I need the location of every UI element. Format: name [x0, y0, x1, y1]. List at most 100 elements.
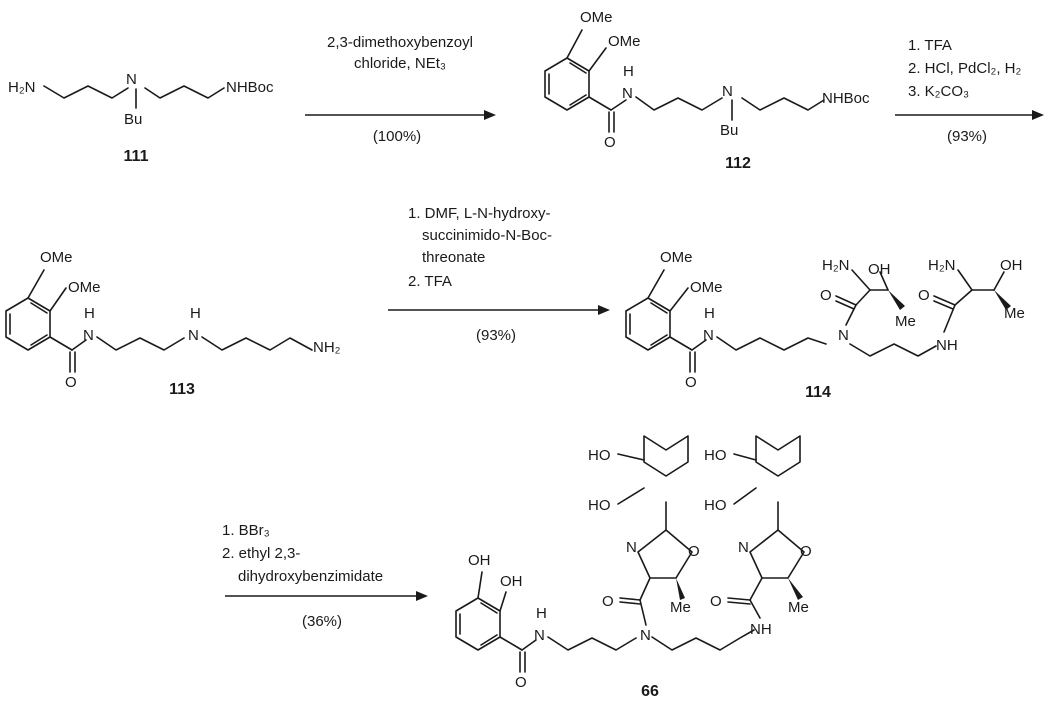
atom-o-amide: O: [710, 593, 722, 610]
atom-n: N: [188, 327, 199, 344]
chain-114-right: [849, 343, 937, 357]
chain-112-right: [741, 97, 825, 111]
atom-n-amide: N: [703, 327, 714, 344]
benzene-ring-112: [544, 57, 590, 111]
chain-111-right: [144, 85, 225, 99]
step3-reagent-line-3: threonate: [422, 249, 485, 266]
atom-n: N: [722, 83, 733, 100]
atom-h: H: [704, 305, 715, 322]
atom-o-oxazoline: O: [800, 543, 812, 560]
atom-me: Me: [670, 599, 691, 616]
step1-yield: (100%): [373, 128, 421, 145]
atom-ome-2: OMe: [68, 279, 101, 296]
chain-113-left: [96, 336, 185, 351]
chain-111-left: [43, 85, 129, 99]
atom-o-oxazoline: O: [688, 543, 700, 560]
atom-ho: HO: [588, 497, 611, 514]
atom-n-amide: N: [622, 85, 633, 102]
atom-oh: OH: [500, 573, 523, 590]
stereo-wedge: [994, 290, 1011, 310]
atom-ho: HO: [704, 497, 727, 514]
atom-me: Me: [788, 599, 809, 616]
atom-ho: HO: [588, 447, 611, 464]
compound-111-structure: H₂N N Bu NHBoc 111: [8, 71, 274, 165]
atom-bu: Bu: [720, 122, 738, 139]
step4-reagent-line-3: dihydroxybenzimidate: [238, 568, 383, 585]
atom-nh: NH: [750, 621, 772, 638]
step1-reagent-line-1: 2,3-dimethoxybenzoyl: [327, 34, 473, 51]
step3-reagent-line-4: 2. TFA: [408, 273, 452, 290]
atom-ome-3: OMe: [580, 9, 613, 26]
atom-nh: NH: [936, 337, 958, 354]
arrow-step-3: 1. DMF, L-N-hydroxy- succinimido-N-Boc- …: [388, 205, 610, 344]
step4-reagent-line-1: 1. BBr₃: [222, 522, 270, 539]
step3-reagent-line-1: 1. DMF, L-N-hydroxy-: [408, 205, 551, 222]
atom-o-amide: O: [602, 593, 614, 610]
stereo-wedge: [676, 578, 685, 600]
stereo-wedge: [788, 578, 803, 600]
step2-reagent-line-2: 2. HCl, PdCl₂, H₂: [908, 60, 1022, 77]
atom-oh: OH: [1000, 257, 1023, 274]
step2-reagent-line-1: 1. TFA: [908, 37, 952, 54]
atom-oh: OH: [868, 261, 891, 278]
atom-me: Me: [895, 313, 916, 330]
atom-o-threonine: O: [918, 287, 930, 304]
atom-bu: Bu: [124, 111, 142, 128]
atom-n-amide: N: [83, 327, 94, 344]
atom-ome-2: OMe: [608, 33, 641, 50]
stereo-wedge: [888, 290, 905, 310]
compound-66-structure: OH OH O H N N NH O N O Me HO HO: [455, 435, 812, 700]
atom-n-oxazoline: N: [738, 539, 749, 556]
compound-label-111: 111: [124, 148, 149, 165]
atom-me: Me: [1004, 305, 1025, 322]
oxazoline-ring-a: [637, 529, 693, 579]
step1-reagent-line-2: chloride, NEt₃: [354, 55, 446, 72]
atom-h2n: H₂N: [8, 79, 36, 96]
catechol-ring-b: [643, 435, 689, 477]
compound-112-structure: OMe OMe O H N N Bu NHBoc 112: [544, 9, 870, 172]
oxazoline-ring-b: [749, 529, 805, 579]
atom-n-central: N: [838, 327, 849, 344]
arrow-step-2: 1. TFA 2. HCl, PdCl₂, H₂ 3. K₂CO₃ (93%): [895, 37, 1044, 145]
atom-n-central: N: [640, 627, 651, 644]
compound-label-66: 66: [641, 683, 659, 700]
atom-h2n: H₂N: [928, 257, 956, 274]
atom-h: H: [190, 305, 201, 322]
compound-label-112: 112: [725, 155, 751, 172]
atom-ho: HO: [704, 447, 727, 464]
chain-66-left: [547, 636, 637, 651]
atom-h: H: [536, 605, 547, 622]
step2-reagent-line-3: 3. K₂CO₃: [908, 83, 969, 100]
atom-ome-3: OMe: [660, 249, 693, 266]
step4-reagent-line-2: 2. ethyl 2,3-: [222, 545, 300, 562]
arrow-step-1: 2,3-dimethoxybenzoyl chloride, NEt₃ (100…: [305, 34, 496, 145]
step2-yield: (93%): [947, 128, 987, 145]
atom-ome-2: OMe: [690, 279, 723, 296]
atom-h: H: [84, 305, 95, 322]
catechol-ring-c: [755, 435, 801, 477]
compound-113-structure: OMe OMe O H N H N NH₂ 113: [5, 249, 341, 398]
atom-nhboc: NHBoc: [822, 90, 870, 107]
chain-114-left: [716, 336, 827, 351]
atom-o-carbonyl: O: [685, 374, 697, 391]
atom-o-carbonyl: O: [65, 374, 77, 391]
atom-oh: OH: [468, 552, 491, 569]
atom-h2n: H₂N: [822, 257, 850, 274]
atom-nhboc: NHBoc: [226, 79, 274, 96]
atom-n-amide: N: [534, 627, 545, 644]
benzene-ring-114: [625, 297, 671, 351]
compound-114-structure: OMe OMe O H N N O H₂N OH Me NH: [625, 249, 1025, 401]
atom-nh2: NH₂: [313, 339, 341, 356]
atom-h: H: [623, 63, 634, 80]
atom-o-carbonyl: O: [515, 674, 527, 691]
catechol-ring-a: [455, 597, 501, 651]
atom-n-oxazoline: N: [626, 539, 637, 556]
atom-o-threonine: O: [820, 287, 832, 304]
chain-66-right: [651, 629, 755, 651]
compound-label-114: 114: [805, 384, 831, 401]
chain-113-right: [201, 336, 313, 351]
compound-label-113: 113: [169, 381, 195, 398]
benzene-ring-113: [5, 297, 51, 351]
